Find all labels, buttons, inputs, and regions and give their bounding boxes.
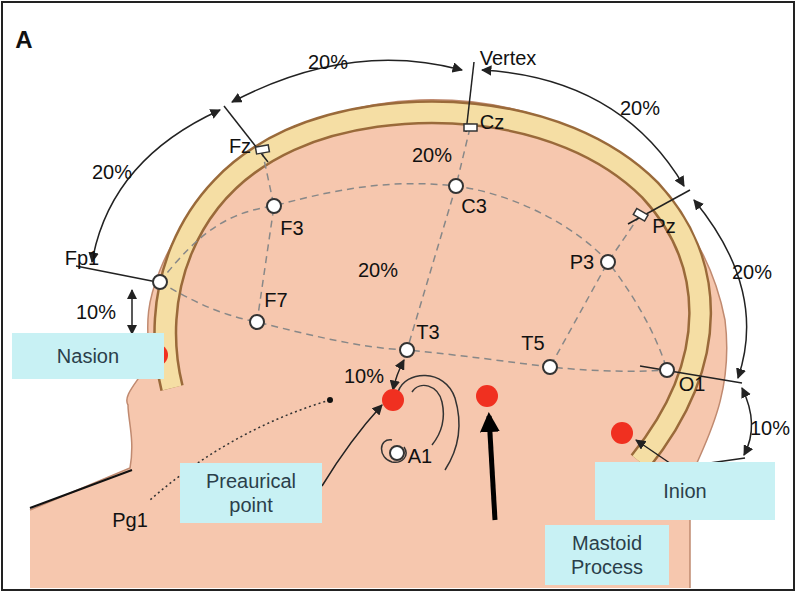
distance-label: 20% [92,162,132,182]
distance-label: 20% [620,98,660,118]
tick-lines [74,62,745,470]
pointer-arrow [322,405,382,486]
distance-label: 20% [732,262,772,282]
callout-box: Mastoid Process [545,525,669,585]
distance-label: 20% [412,145,452,165]
electrode-label: Pg1 [112,510,148,530]
electrodes [153,179,674,460]
callout-box: Inion [595,462,775,520]
electrode-label: F3 [280,218,303,238]
callout-text: Inion [663,479,706,503]
pg1-dot [327,397,333,403]
callout-box: Preaurical point [180,463,322,523]
distance-label: 20% [308,52,348,72]
panel-letter: A [15,28,32,52]
distance-label: 10% [76,302,116,322]
skull [165,112,700,462]
electrode-label: F7 [264,290,287,310]
electrode-label: T3 [416,322,439,342]
pointer-arrow [489,416,495,520]
callout-text: Preaurical point [188,469,314,517]
electrode-lines [160,128,667,371]
electrode-label: P3 [570,252,594,272]
electrode-label: A1 [408,446,432,466]
distance-label: 10% [344,366,384,386]
electrode-label: Fz [229,136,251,156]
distance-label: 10% [750,418,790,438]
ear [382,375,459,470]
callout-text: Mastoid Process [553,531,661,579]
midline-markers [255,124,648,221]
electrode-label: T5 [521,333,544,353]
electrode-label: O1 [679,374,706,394]
electrode-label: Cz [480,112,504,132]
electrode-label: Pz [652,216,675,236]
distance-label: 20% [358,260,398,280]
skull-outline [165,112,700,462]
jaw-line [30,470,132,508]
landmarks [146,344,633,444]
distance-label: Vertex [480,48,537,68]
measure-arrows [92,60,752,455]
electrode-label: C3 [461,196,487,216]
electrode-label: Fp1 [65,248,99,268]
callout-text: Nasion [57,344,119,368]
callout-box: Nasion [12,333,164,379]
